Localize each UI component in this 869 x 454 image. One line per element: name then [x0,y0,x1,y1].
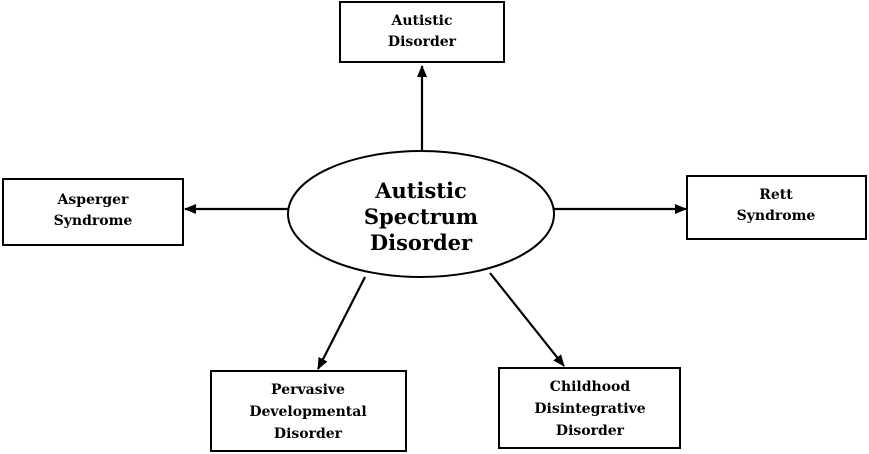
node-label-line-2: Disintegrative [534,401,645,417]
node-label-line-2: Disorder [388,34,457,50]
node-pervasive-developmental-disorder: Pervasive Developmental Disorder [210,370,407,452]
node-asperger-syndrome: Asperger Syndrome [2,178,184,246]
center-label-line-3: Disorder [370,230,473,255]
node-rett-syndrome: Rett Syndrome [686,175,867,240]
node-box-pervasive-developmental-disorder [210,370,407,452]
node-label-line-1: Pervasive [271,382,345,398]
center-node-autistic-spectrum-disorder: Autistic Spectrum Disorder [287,150,555,278]
edge-to-childhood-disintegrative-disorder [489,272,565,367]
node-label-line-3: Disorder [556,423,625,439]
center-label-line-1: Autistic [374,178,467,203]
node-box-childhood-disintegrative-disorder [498,367,681,449]
center-label-line-2: Spectrum [364,204,478,229]
center-ellipse [287,150,555,278]
node-label-line-3: Disorder [274,426,343,442]
node-autistic-disorder: Autistic Disorder [339,1,505,63]
node-box-rett-syndrome [686,175,867,240]
node-childhood-disintegrative-disorder: Childhood Disintegrative Disorder [498,367,681,449]
node-label-line-1: Rett [759,187,793,203]
node-box-asperger-syndrome [2,178,184,246]
node-label-line-1: Childhood [550,379,631,395]
node-label-line-1: Autistic [390,13,452,29]
node-box-autistic-disorder [339,1,505,63]
node-label-line-2: Syndrome [737,208,816,224]
edge-to-pervasive-developmental-disorder [317,276,366,370]
node-label-line-2: Developmental [249,404,366,420]
node-label-line-2: Syndrome [54,213,133,229]
node-label-line-1: Asperger [57,192,130,208]
